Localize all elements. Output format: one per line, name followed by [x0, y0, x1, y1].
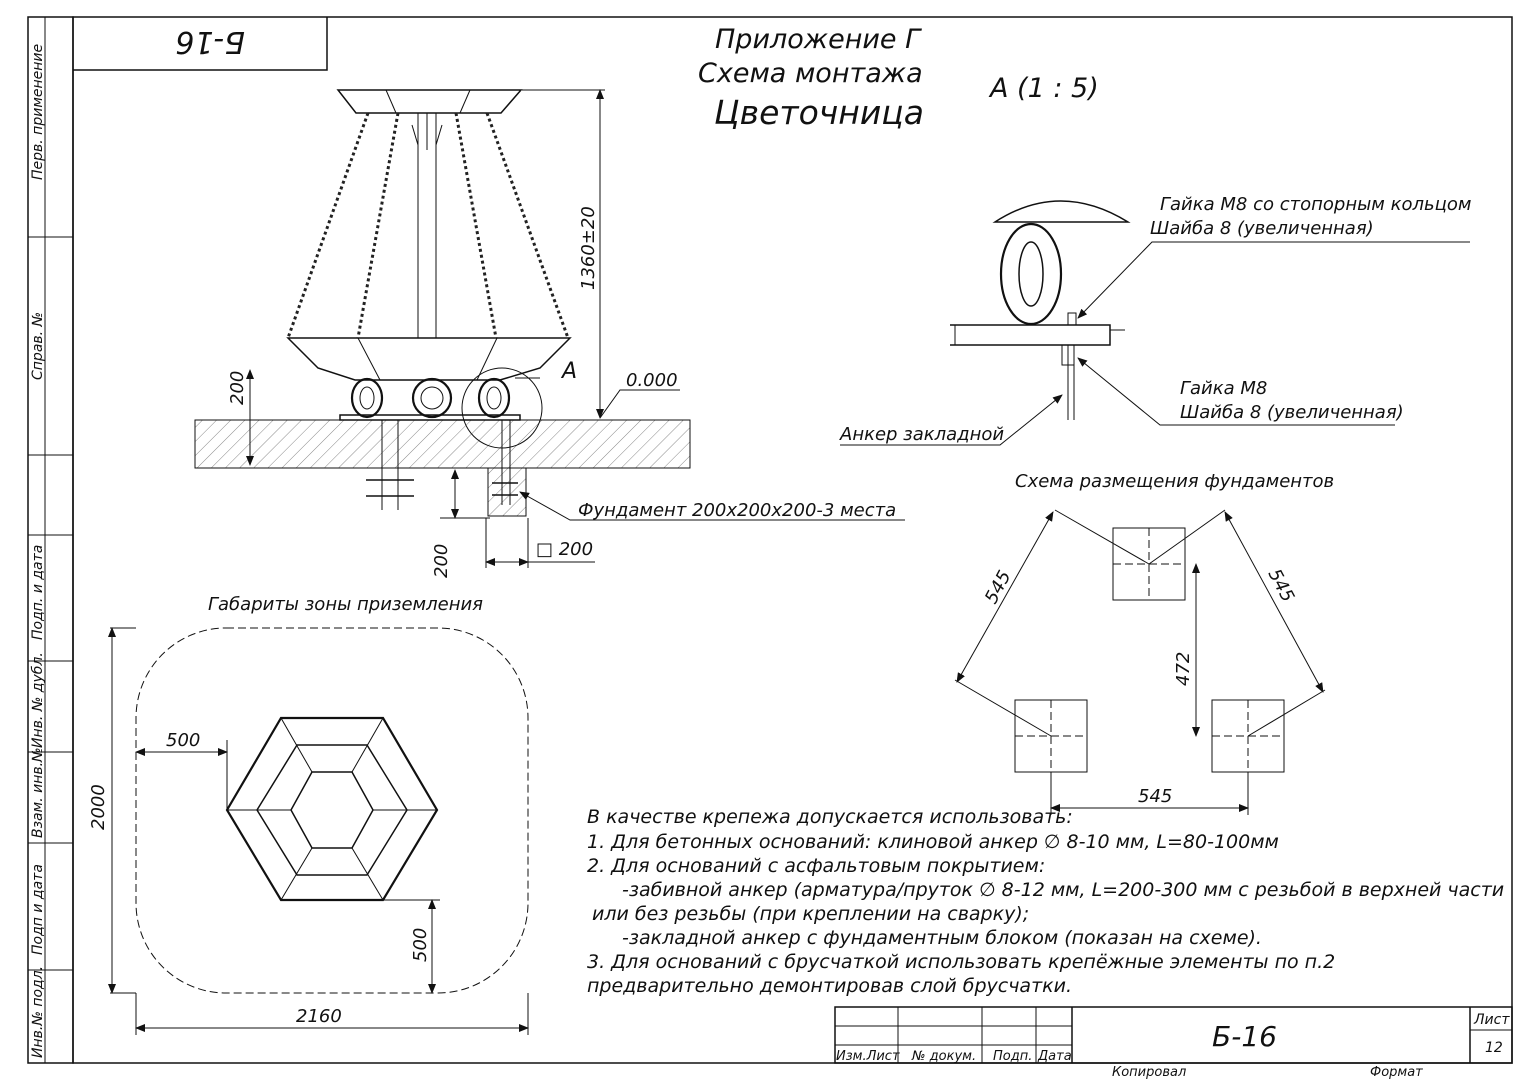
foundation-side-right: 545 — [1264, 565, 1299, 605]
foundation-height: 472 — [1173, 652, 1194, 686]
stamp-inv-podl: Инв.№ подл. — [30, 966, 46, 1058]
landing-zone-title: Габариты зоны приземления — [208, 594, 483, 615]
nut-top-line1: Гайка М8 со стопорным кольцом — [1160, 194, 1471, 215]
detail-a: Гайка М8 со стопорным кольцом Шайба 8 (у… — [839, 194, 1471, 446]
note-line-8: предварительно демонтировав слой брусчат… — [587, 975, 1072, 997]
appendix-title: Приложение Г — [715, 24, 922, 55]
foundation-depth: 200 — [431, 544, 452, 578]
plan-offset-left: 500 — [166, 730, 200, 751]
callout-a: А — [560, 359, 577, 384]
stamp-sprav-no: Справ. № — [30, 312, 46, 380]
note-line-6: -закладной анкер с фундаментным блоком (… — [622, 927, 1262, 949]
nut-bottom-line2: Шайба 8 (увеличенная) — [1180, 402, 1404, 423]
plan-width: 2160 — [296, 1006, 342, 1027]
foundation-label: Фундамент 200х200х200-3 места — [578, 500, 896, 521]
tb-format: Формат — [1370, 1065, 1423, 1080]
title-block: Изм.Лист № докум. Подп. Дата Б-16 Лист 1… — [834, 1006, 1513, 1080]
side-stamp-frame — [27, 16, 74, 1064]
foundation-scheme: Схема размещения фундаментов 545 545 472… — [954, 471, 1334, 815]
sheet-code-rotated: Б-16 — [175, 24, 245, 59]
stamp-podp-data-2: Подп и дата — [30, 864, 46, 955]
nut-top-line2: Шайба 8 (увеличенная) — [1150, 218, 1374, 239]
landing-zone-plan: Габариты зоны приземления 2000 2160 500 … — [88, 594, 529, 1035]
scheme-title: Схема монтажа — [698, 58, 923, 89]
note-line-5: или без резьбы (при креплении на сварку)… — [592, 903, 1029, 925]
note-line-4: -забивной анкер (арматура/пруток ∅ 8-12 … — [622, 879, 1504, 901]
product-title: Цветочница — [714, 93, 924, 132]
zero-mark: 0.000 — [626, 370, 678, 391]
stamp-podp-data-1: Подп. и дата — [30, 545, 46, 640]
stamp-inv-dubl: Инв. № дубл. — [30, 652, 46, 748]
tb-list-label: Лист — [1473, 1012, 1510, 1028]
plan-offset-bottom: 500 — [410, 928, 431, 962]
plan-height: 2000 — [88, 784, 109, 830]
tb-list-no: 12 — [1485, 1040, 1503, 1056]
foundation-scheme-title: Схема размещения фундаментов — [1015, 471, 1334, 492]
anchor-label: Анкер закладной — [839, 424, 1004, 445]
note-line-3: 2. Для оснований с асфальтовым покрытием… — [587, 855, 1045, 877]
elevation-view: А 1360±20 0.000 200 200 □ 200 Фундамент … — [194, 89, 905, 578]
tb-izm-list: Изм.Лист — [836, 1049, 900, 1064]
foundation-width: □ 200 — [536, 539, 593, 560]
tb-designation: Б-16 — [1212, 1020, 1277, 1053]
tb-no-dokum: № докум. — [911, 1049, 976, 1064]
stamp-vzam-inv: Взам. инв.№ — [30, 747, 46, 838]
tb-kopiroval: Копировал — [1112, 1065, 1186, 1080]
base-dimension: 200 — [227, 371, 248, 405]
stamp-perv-primenenie: Перв. применение — [30, 44, 46, 180]
foundation-side-bottom: 545 — [1138, 786, 1172, 807]
tb-data: Дата — [1037, 1049, 1072, 1064]
tb-podp: Подп. — [993, 1049, 1032, 1064]
note-line-7: 3. Для оснований с брусчаткой использова… — [587, 951, 1335, 973]
note-line-2: 1. Для бетонных оснований: клиновой анке… — [587, 831, 1279, 853]
nut-bottom-line1: Гайка М8 — [1180, 378, 1267, 399]
note-line-1: В качестве крепежа допускается использов… — [587, 806, 1073, 828]
view-a-label: А (1 : 5) — [988, 73, 1099, 104]
height-dimension: 1360±20 — [578, 206, 599, 290]
notes-block: В качестве крепежа допускается использов… — [587, 806, 1504, 997]
